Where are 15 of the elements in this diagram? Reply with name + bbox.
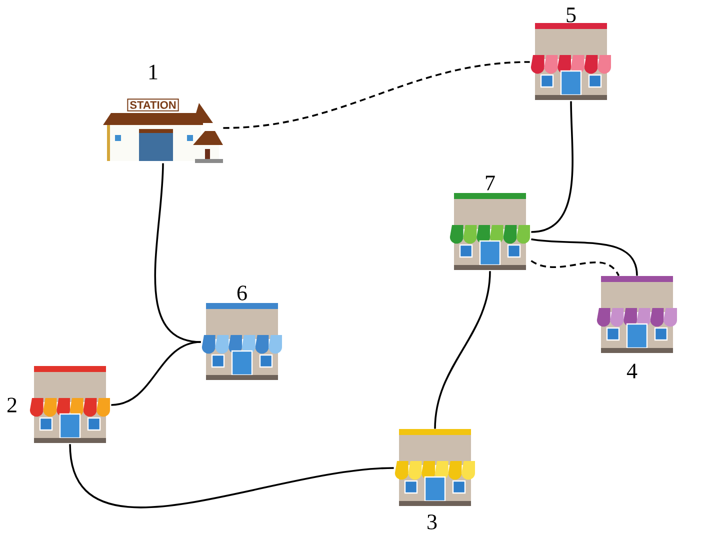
node-number: 2 (7, 398, 16, 412)
connector-line (111, 341, 201, 406)
node-number: 6 (237, 286, 247, 300)
connector-line (531, 101, 574, 233)
connector-line (69, 444, 394, 508)
connector-line (531, 238, 638, 276)
node-number: 5 (566, 8, 576, 22)
node-number: 1 (149, 64, 158, 80)
station-drawing: STATION (103, 98, 223, 163)
connector-line (223, 61, 530, 129)
node-number: 3 (428, 514, 437, 530)
connector-line (434, 271, 491, 429)
node-number: 7 (486, 176, 495, 190)
node-number: 4 (626, 364, 638, 378)
connector-line (530, 260, 620, 276)
